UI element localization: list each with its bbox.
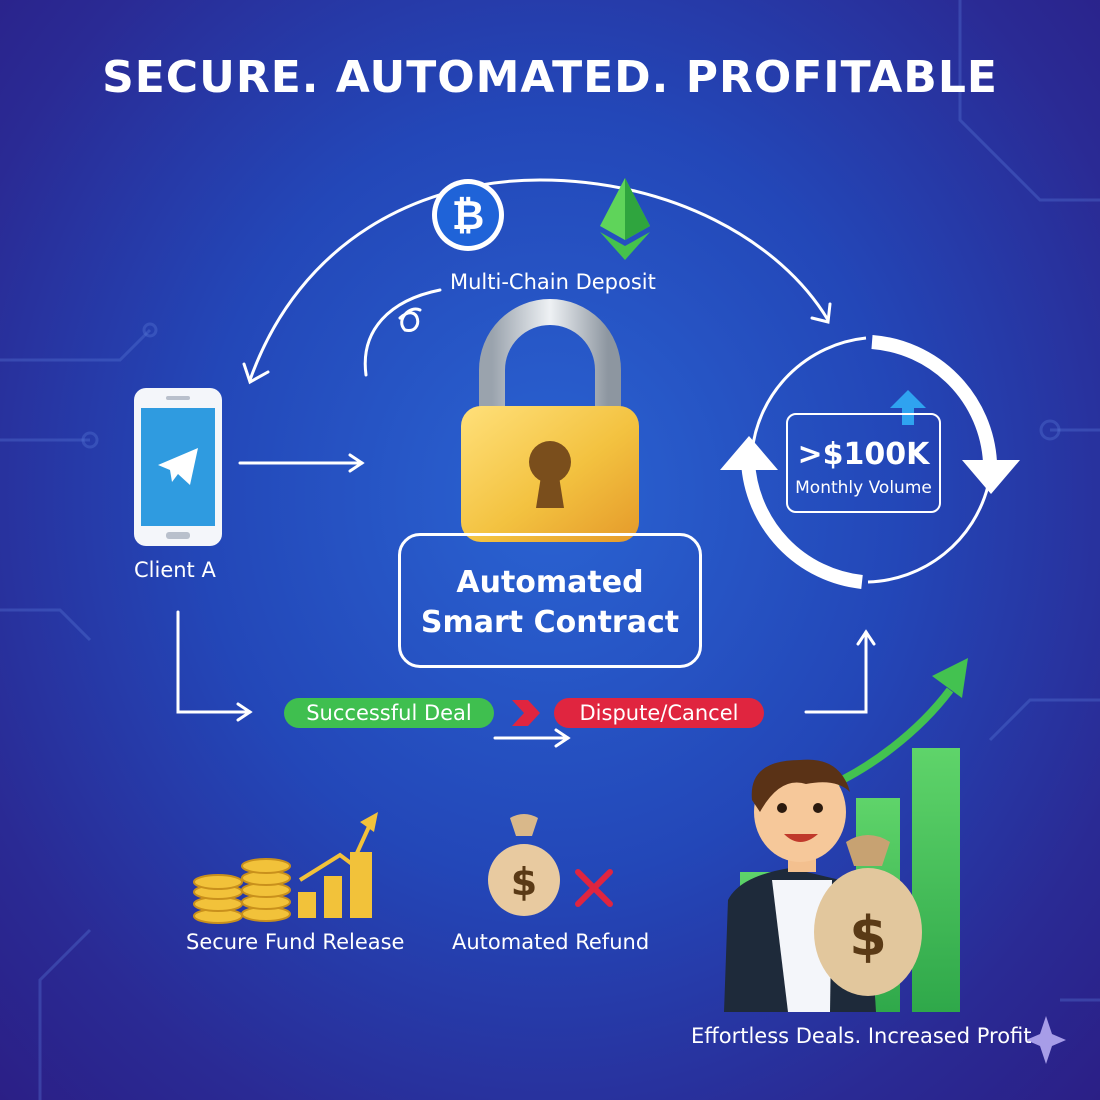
volume-box <box>786 413 941 513</box>
svg-text:$: $ <box>511 860 537 904</box>
contract-title-line2: Smart Contract <box>420 605 680 640</box>
chevron-right-icon <box>512 700 540 726</box>
profit-label: Effortless Deals. Increased Profit <box>691 1024 1032 1048</box>
ethereum-icon <box>600 178 650 260</box>
volume-value: >$100K <box>797 437 930 472</box>
cycle-arrow-up <box>720 436 778 470</box>
svg-text:₿: ₿ <box>452 193 485 239</box>
volume-label: Monthly Volume <box>795 478 932 498</box>
close-icon <box>575 869 613 907</box>
dispute-cancel-pill: Dispute/Cancel <box>554 698 764 728</box>
volume-cycle <box>741 335 997 589</box>
refund-label: Automated Refund <box>452 930 650 954</box>
contract-box <box>398 533 702 668</box>
page-title: SECURE. AUTOMATED. PROFITABLE <box>102 52 998 103</box>
client-label: Client A <box>134 558 216 582</box>
fund-release-label: Secure Fund Release <box>186 930 405 954</box>
telegram-phone-icon <box>134 388 222 546</box>
money-bag-large-icon: $ <box>814 835 922 996</box>
sparkle-icon <box>1026 1016 1066 1064</box>
deposit-arc <box>242 178 832 385</box>
coins-chart-icon <box>193 812 378 924</box>
flow-arrows <box>176 453 876 748</box>
svg-text:$: $ <box>849 905 887 968</box>
bitcoin-icon: ₿ <box>432 179 504 251</box>
arrow-up-icon <box>890 390 926 425</box>
deposit-label: Multi-Chain Deposit <box>450 270 656 294</box>
padlock-icon <box>461 299 639 542</box>
money-bag-icon: $ <box>488 814 560 916</box>
cycle-arrow-down <box>962 460 1020 494</box>
contract-title-line1: Automated <box>456 565 644 600</box>
successful-deal-pill: Successful Deal <box>284 698 494 728</box>
